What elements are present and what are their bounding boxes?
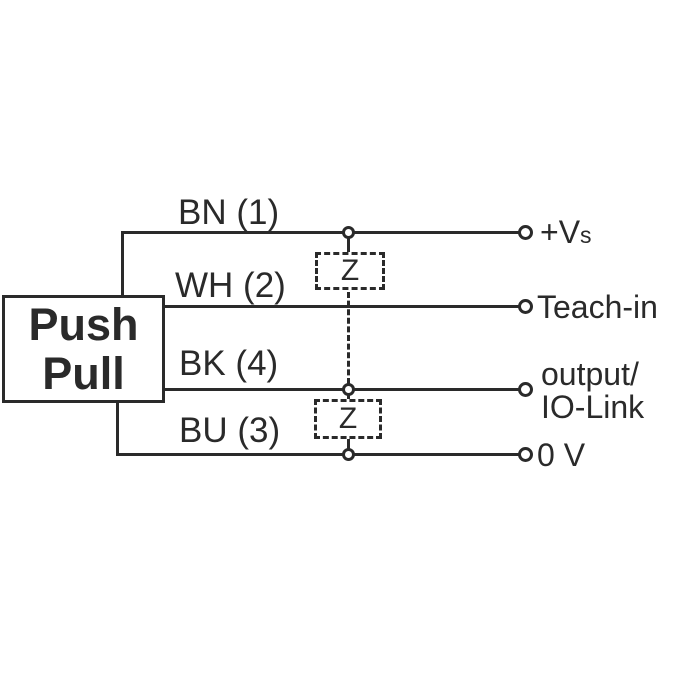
suppressor-connector-segment bbox=[347, 395, 350, 401]
suppressor-label-2: Z bbox=[338, 402, 358, 435]
bk-wire bbox=[162, 388, 520, 391]
vs-label-sub: s bbox=[580, 222, 592, 248]
bu-wire-label: BU (3) bbox=[179, 411, 281, 450]
device-label-line2: Pull bbox=[42, 348, 125, 399]
output-terminal-label: output/ IO-Link bbox=[541, 358, 644, 424]
bu-junction-circle bbox=[342, 448, 355, 461]
vs-terminal-label: +Vs bbox=[540, 216, 592, 252]
bu-wire bbox=[116, 453, 520, 456]
bn-junction-circle bbox=[342, 226, 355, 239]
bn-wire-vertical bbox=[121, 233, 124, 297]
bn-wire bbox=[121, 231, 520, 234]
suppressor-connector-dashed bbox=[347, 292, 350, 384]
wh-wire bbox=[162, 305, 520, 308]
output-terminal-circle bbox=[518, 382, 533, 397]
suppressor-connector-segment bbox=[347, 438, 350, 449]
bk-junction-circle bbox=[342, 383, 355, 396]
teach-in-terminal-label: Teach-in bbox=[537, 289, 658, 325]
zero-v-terminal-circle bbox=[518, 447, 533, 462]
bn-wire-label: BN (1) bbox=[178, 193, 280, 232]
suppressor-box-2: Z bbox=[314, 399, 382, 439]
teach-in-terminal-circle bbox=[518, 299, 533, 314]
push-pull-device-box: Push Pull bbox=[2, 295, 165, 403]
device-label-line1: Push bbox=[28, 299, 139, 350]
output-label-line2: IO-Link bbox=[541, 389, 645, 425]
vs-terminal-circle bbox=[518, 225, 533, 240]
suppressor-box-1: Z bbox=[315, 252, 385, 290]
vs-label-main: +V bbox=[540, 214, 581, 250]
output-label-line1: output/ bbox=[541, 356, 639, 392]
wh-wire-label: WH (2) bbox=[175, 266, 286, 305]
bk-wire-label: BK (4) bbox=[179, 344, 279, 383]
bu-wire-vertical bbox=[116, 400, 119, 456]
zero-v-terminal-label: 0 V bbox=[537, 437, 586, 473]
suppressor-label-1: Z bbox=[340, 254, 360, 287]
suppressor-connector-segment bbox=[347, 238, 350, 254]
